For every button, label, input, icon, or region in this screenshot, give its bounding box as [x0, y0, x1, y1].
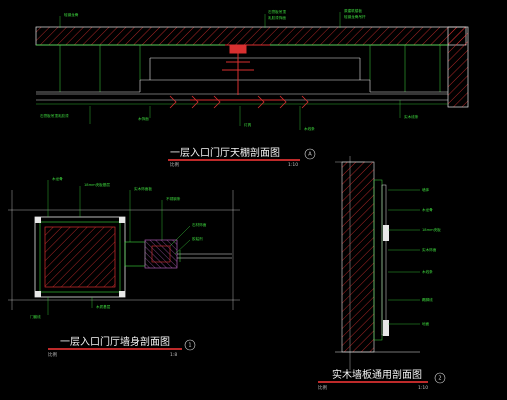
drawing-1-number: 1 [188, 343, 191, 349]
annotation-top-left: 轻钢龙骨 [64, 12, 79, 17]
annotation-top-right-2: 轻钢龙骨吊杆 [344, 14, 366, 19]
annotation-bottom-2: 木饰面 [138, 116, 149, 121]
drawing-1-title: 一层入口门厅墙身剖面图 [60, 335, 170, 348]
drawing-a-scale: 1:10 [288, 162, 298, 168]
drawing-2-number: 2 [438, 376, 441, 382]
drawing-a-number: A [308, 152, 312, 158]
annotation-bottom-1: 石膏板吊顶乳胶漆 [40, 113, 69, 118]
annotation-top-mid-2: 乳胶漆饰面 [268, 15, 286, 20]
annotation-right-4: 实木饰面 [422, 247, 437, 252]
annotation-top-mid-1: 石膏板吊顶 [268, 9, 286, 14]
drawing-1-subtitle: 比例 [48, 351, 57, 358]
annotation-bottom-3: 灯具 [244, 122, 252, 127]
annotation-wall-7: 门套线 [30, 314, 41, 319]
annotation-right-6: 踢脚线 [422, 297, 433, 302]
annotation-wall-3: 实木饰面板 [134, 186, 152, 191]
wood-panel-section-drawing: 墙体 木龙骨 18mm夹板 实木饰面 木线条 踢脚线 地面 实木墙板通用剖面图 … [318, 156, 446, 391]
annotation-wall-5: 石材饰面 [192, 222, 207, 227]
drawing-2-subtitle: 比例 [318, 384, 327, 391]
drawing-a-title: 一层入口门厅天棚剖面图 [170, 146, 280, 159]
drawing-1-scale: 1:8 [170, 352, 177, 358]
annotation-right-1: 墙体 [422, 187, 430, 192]
annotation-wall-2: 18mm夹板基层 [84, 182, 110, 187]
wall-section-drawing: 木龙骨 18mm夹板基层 实木饰面板 不锈钢条 石材饰面 胶粘剂 门套线 木质基… [8, 176, 240, 358]
annotation-wall-8: 木质基层 [96, 304, 111, 309]
annotation-wall-4: 不锈钢条 [166, 196, 181, 201]
annotation-wall-1: 木龙骨 [52, 176, 63, 181]
drawing-2-scale: 1:10 [418, 385, 428, 391]
annotation-top-right-1: 原建筑楼板 [344, 8, 362, 13]
annotation-right-7: 地面 [422, 321, 430, 326]
annotation-wall-6: 胶粘剂 [192, 236, 203, 241]
annotation-right-2: 木龙骨 [422, 207, 433, 212]
annotation-right-3: 18mm夹板 [422, 227, 441, 232]
annotation-bottom-4: 木线条 [304, 126, 315, 131]
drawing-a-subtitle: 比例 [170, 161, 179, 168]
ceiling-section-drawing: 轻钢龙骨 石膏板吊顶 乳胶漆饰面 原建筑楼板 轻钢龙骨吊杆 石膏板吊顶乳胶漆 木… [35, 8, 469, 168]
annotation-bottom-5: 实木线条 [404, 114, 419, 119]
drawing-2-title: 实木墙板通用剖面图 [332, 368, 422, 381]
annotation-right-5: 木线条 [422, 269, 433, 274]
